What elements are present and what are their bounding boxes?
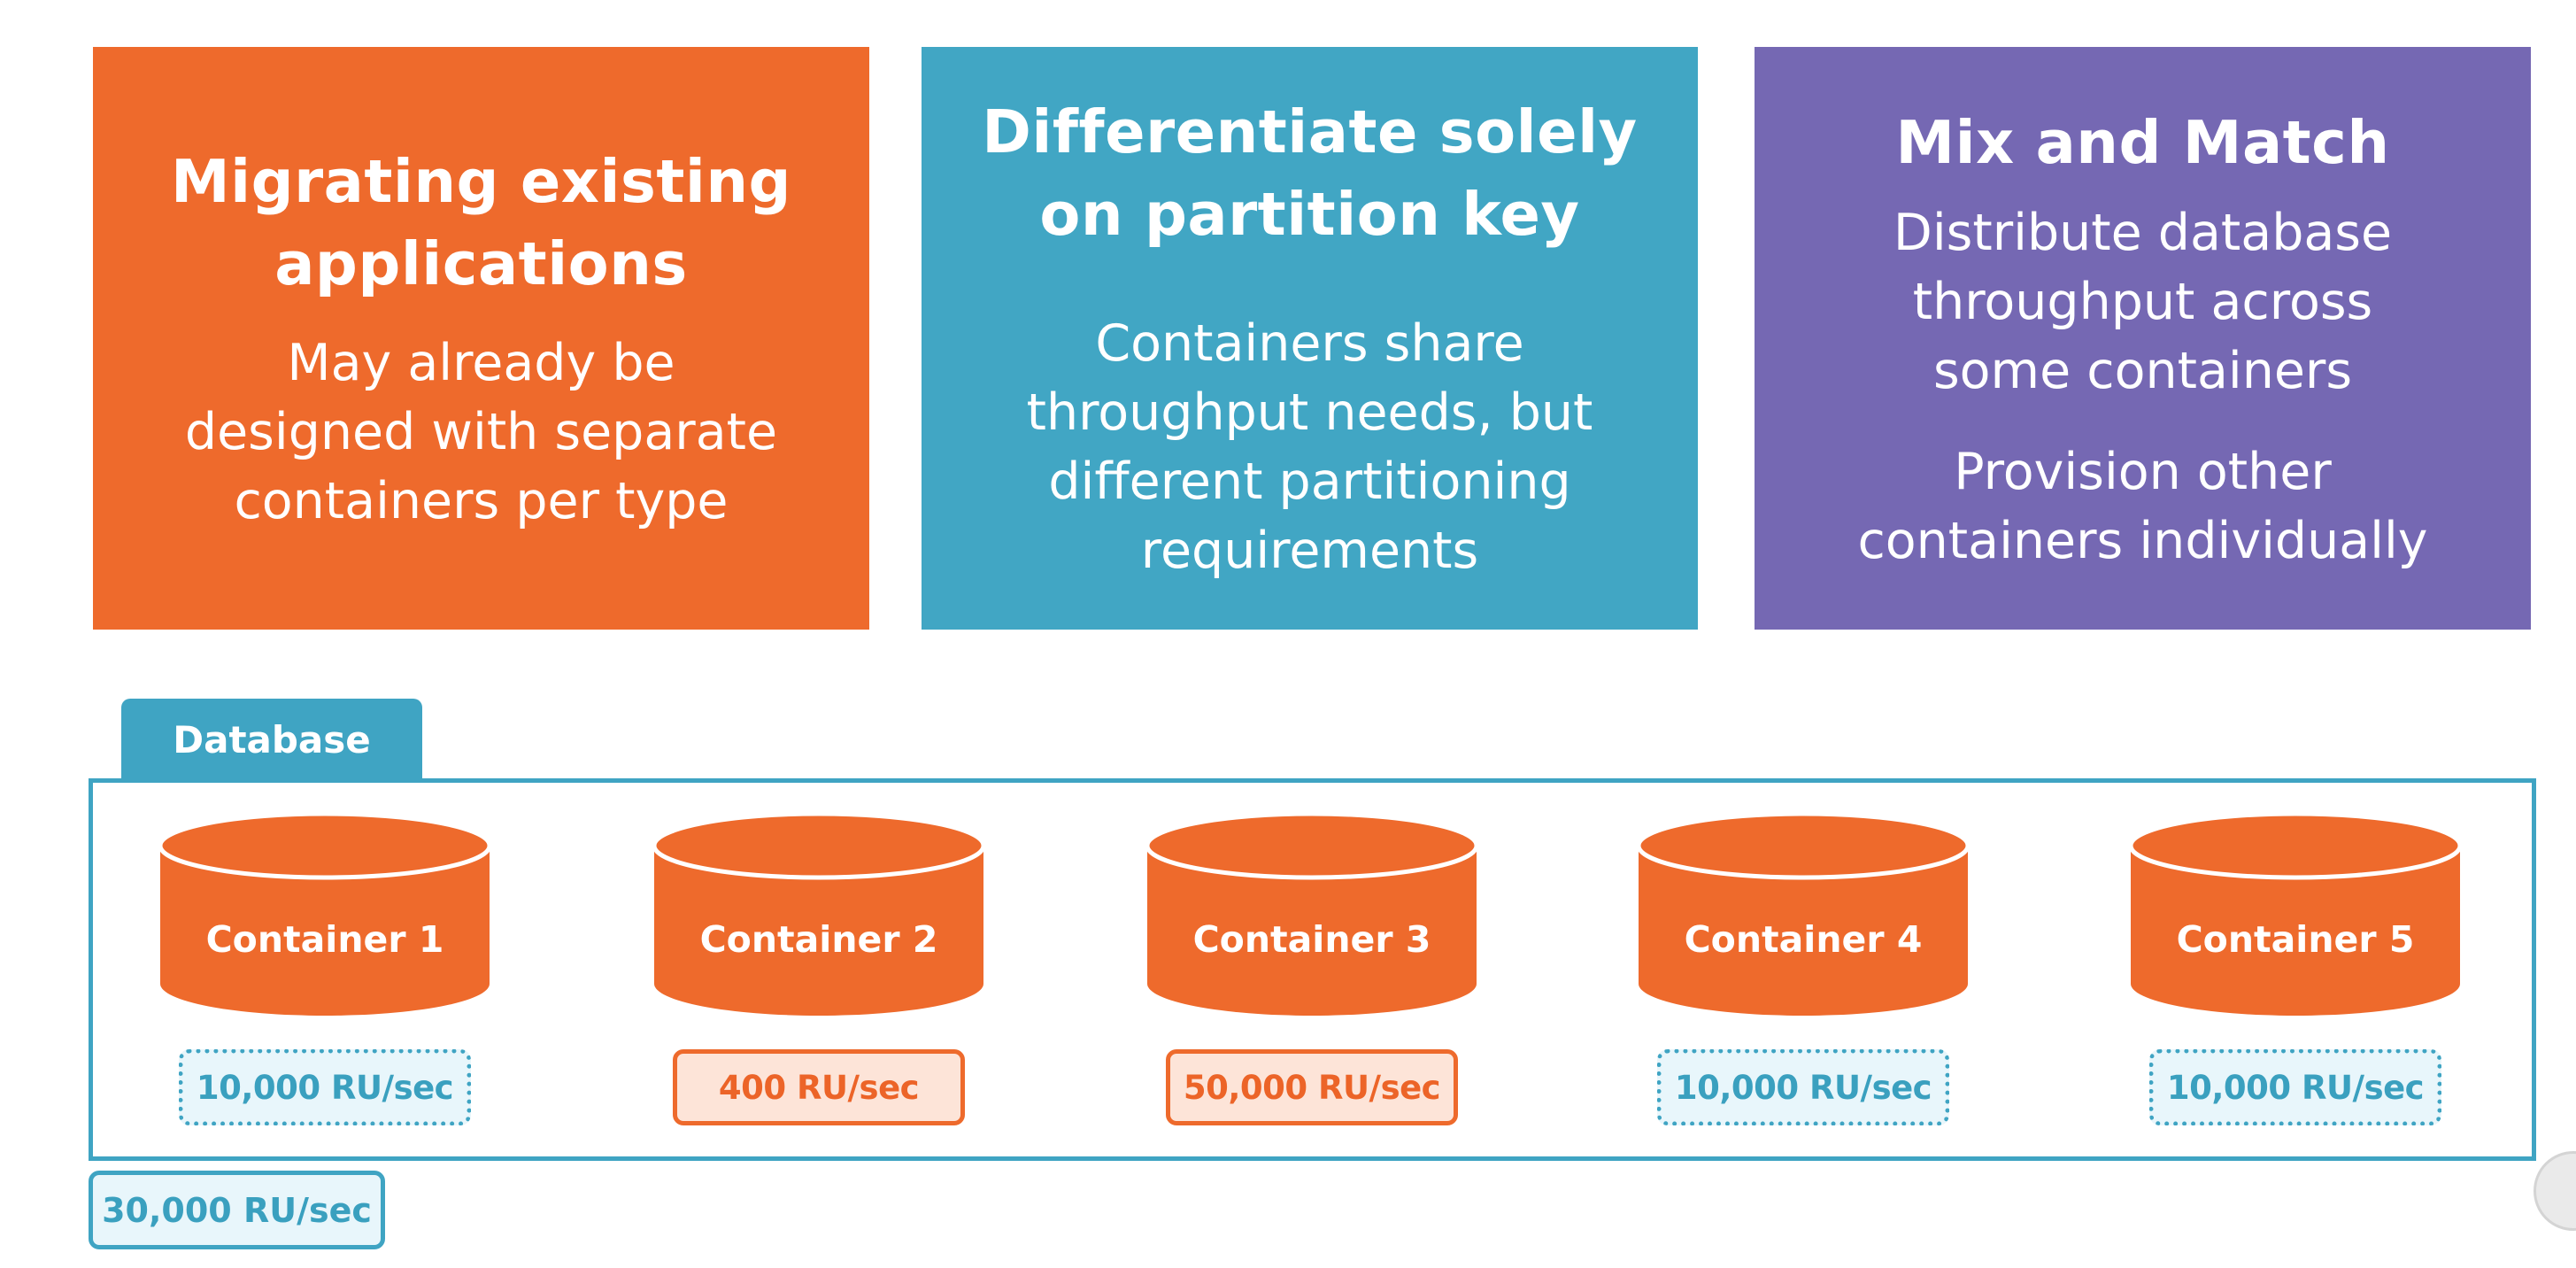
container-1: Container 1 10,000 RU/sec xyxy=(157,810,493,1129)
database-tab: Database xyxy=(121,699,422,780)
container-label: Container 1 xyxy=(205,918,444,961)
container-5: Container 5 10,000 RU/sec xyxy=(2127,810,2464,1129)
container-2: Container 2 400 RU/sec xyxy=(651,810,987,1129)
container-throughput-badge: 400 RU/sec xyxy=(673,1049,965,1125)
card-mix-and-match: Mix and Match Distribute database throug… xyxy=(1755,47,2531,630)
container-label: Container 2 xyxy=(699,918,938,961)
container-throughput-badge: 10,000 RU/sec xyxy=(2149,1049,2441,1125)
cylinder-icon xyxy=(1145,811,1479,1016)
container-3: Container 3 50,000 RU/sec xyxy=(1144,810,1480,1129)
container-label: Container 5 xyxy=(2176,918,2415,961)
container-throughput-badge: 10,000 RU/sec xyxy=(179,1049,471,1125)
container-label: Container 3 xyxy=(1192,918,1431,961)
cylinder-icon xyxy=(2128,811,2463,1016)
container-throughput-badge: 50,000 RU/sec xyxy=(1166,1049,1458,1125)
card-body-provision: Provision other containers individually xyxy=(1857,442,2428,570)
card-body: Containers share throughput needs, but d… xyxy=(1026,314,1593,580)
card-title: Differentiate solely on partition key xyxy=(982,97,1638,249)
cylinder-icon xyxy=(652,811,986,1016)
cylinder-icon xyxy=(1636,811,1971,1016)
card-differentiate-partition-key: Differentiate solely on partition key Co… xyxy=(922,47,1698,630)
container-4: Container 4 10,000 RU/sec xyxy=(1635,810,1971,1129)
player-control-button[interactable] xyxy=(2534,1151,2576,1231)
card-body-distribute: Distribute database throughput across so… xyxy=(1893,203,2393,400)
database-frame xyxy=(89,778,2536,1161)
card-title: Mix and Match xyxy=(1895,107,2390,177)
database-label: Database xyxy=(173,717,371,762)
cylinder-icon xyxy=(158,811,492,1016)
container-label: Container 4 xyxy=(1684,918,1923,961)
database-throughput-badge: 30,000 RU/sec xyxy=(89,1171,385,1249)
card-migrating-existing-applications: Migrating existing applications May alre… xyxy=(93,47,869,630)
card-title: Migrating existing applications xyxy=(171,147,791,298)
container-throughput-badge: 10,000 RU/sec xyxy=(1657,1049,1949,1125)
card-body: May already be designed with separate co… xyxy=(184,334,778,530)
